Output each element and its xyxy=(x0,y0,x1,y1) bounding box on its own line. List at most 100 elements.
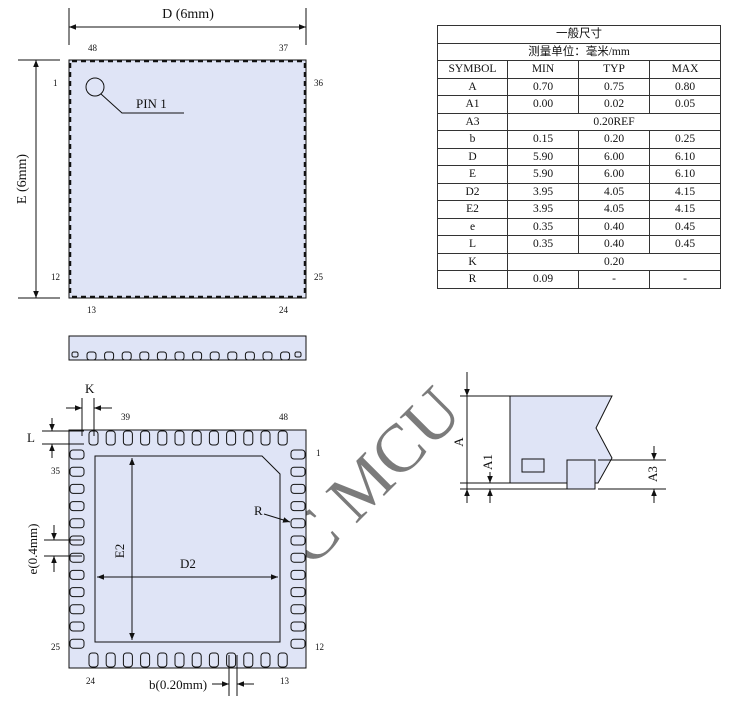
dim-a-label: A xyxy=(451,437,466,447)
pad-right xyxy=(290,501,306,512)
side-profile-view xyxy=(68,335,307,361)
side-lead-end xyxy=(71,351,79,358)
pin-number: 24 xyxy=(279,305,289,315)
pad-bottom xyxy=(243,652,254,668)
table-cell-symbol: E2 xyxy=(437,200,508,219)
pin-number: 25 xyxy=(51,642,61,652)
pad-bottom xyxy=(226,652,237,668)
bottom-view: E2 D2 R K L e(0.4mm) b(0.20mm) 39 48 xyxy=(25,381,324,696)
table-cell-symbol: R xyxy=(437,270,508,289)
package-top-body xyxy=(68,59,307,299)
table-cell-max: 0.45 xyxy=(649,235,721,254)
pad-left xyxy=(69,621,85,632)
pad-right xyxy=(290,638,306,649)
table-cell-span: 0.20REF xyxy=(507,112,721,131)
pad-bottom xyxy=(191,652,202,668)
side-lead xyxy=(174,351,185,361)
pad-bottom xyxy=(277,652,288,668)
pad-left xyxy=(69,501,85,512)
side-lead xyxy=(139,351,150,361)
side-lead xyxy=(86,351,97,361)
pad-right xyxy=(290,569,306,580)
pad-top xyxy=(226,430,237,446)
table-cell-symbol: b xyxy=(437,130,508,149)
table-cell-typ: 6.00 xyxy=(578,165,650,184)
table-cell-max: 0.05 xyxy=(649,95,721,114)
table-cell-symbol: A1 xyxy=(437,95,508,114)
pad-right xyxy=(290,466,306,477)
pad-top xyxy=(105,430,116,446)
pad-bottom xyxy=(260,652,271,668)
pad-left xyxy=(69,483,85,494)
pad-top xyxy=(140,430,151,446)
table-cell-min: 0.35 xyxy=(507,217,579,236)
table-cell-max: 0.80 xyxy=(649,77,721,96)
table-cell-max: 0.25 xyxy=(649,130,721,149)
side-lead xyxy=(192,351,203,361)
side-lead xyxy=(104,351,115,361)
pin-number: 35 xyxy=(51,466,61,476)
pad-left xyxy=(69,604,85,615)
pin-number: 12 xyxy=(51,272,60,282)
pad-bottom xyxy=(174,652,185,668)
dim-a1-label: A1 xyxy=(480,454,495,470)
pad-right xyxy=(290,552,306,563)
bottom-pads xyxy=(69,430,306,668)
side-lead xyxy=(227,351,238,361)
side-lead xyxy=(262,351,273,361)
table-cell-min: 0.70 xyxy=(507,77,579,96)
pad-bottom xyxy=(122,652,133,668)
pin-number: 48 xyxy=(88,43,98,53)
pin-number: 48 xyxy=(279,412,289,422)
pad-right xyxy=(290,518,306,529)
pad-right xyxy=(290,535,306,546)
pad-right xyxy=(290,604,306,615)
dim-b-label: b(0.20mm) xyxy=(149,677,207,692)
table-cell-min: 5.90 xyxy=(507,165,579,184)
pad-left xyxy=(69,552,85,563)
pad-top xyxy=(174,430,185,446)
table-cell-typ: 4.05 xyxy=(578,200,650,219)
side-leads xyxy=(71,351,302,361)
pad-left xyxy=(69,449,85,460)
table-cell-typ: 0.02 xyxy=(578,95,650,114)
dim-e2-label: E2 xyxy=(112,544,127,558)
table-cell-min: 3.95 xyxy=(507,182,579,201)
pad-bottom xyxy=(88,652,99,668)
pin-number: 13 xyxy=(280,676,290,686)
table-cell-symbol: D xyxy=(437,147,508,166)
pin-number: 36 xyxy=(314,78,324,88)
pad-left xyxy=(69,466,85,477)
pad-top xyxy=(277,430,288,446)
pad-top xyxy=(191,430,202,446)
table-cell-min: 0.15 xyxy=(507,130,579,149)
table-header: MIN xyxy=(507,60,579,79)
table-header: MAX xyxy=(649,60,721,79)
table-cell-typ: 0.40 xyxy=(578,217,650,236)
pad-right xyxy=(290,483,306,494)
table-cell-max: 4.15 xyxy=(649,200,721,219)
table-cell-typ: 0.20 xyxy=(578,130,650,149)
table-cell-symbol: L xyxy=(437,235,508,254)
dim-d-label: D (6mm) xyxy=(162,7,214,22)
table-cell-max: 6.10 xyxy=(649,147,721,166)
table-cell-symbol: K xyxy=(437,252,508,271)
table-cell-max: - xyxy=(649,270,721,289)
table-cell-symbol: A xyxy=(437,77,508,96)
table-cell-symbol: A3 xyxy=(437,112,508,131)
table-subtitle: 测量单位：毫米/mm xyxy=(437,42,721,61)
side-lead-end xyxy=(294,351,302,358)
pin-number: 39 xyxy=(121,412,131,422)
pad-top xyxy=(208,430,219,446)
pin-number: 1 xyxy=(316,448,321,458)
